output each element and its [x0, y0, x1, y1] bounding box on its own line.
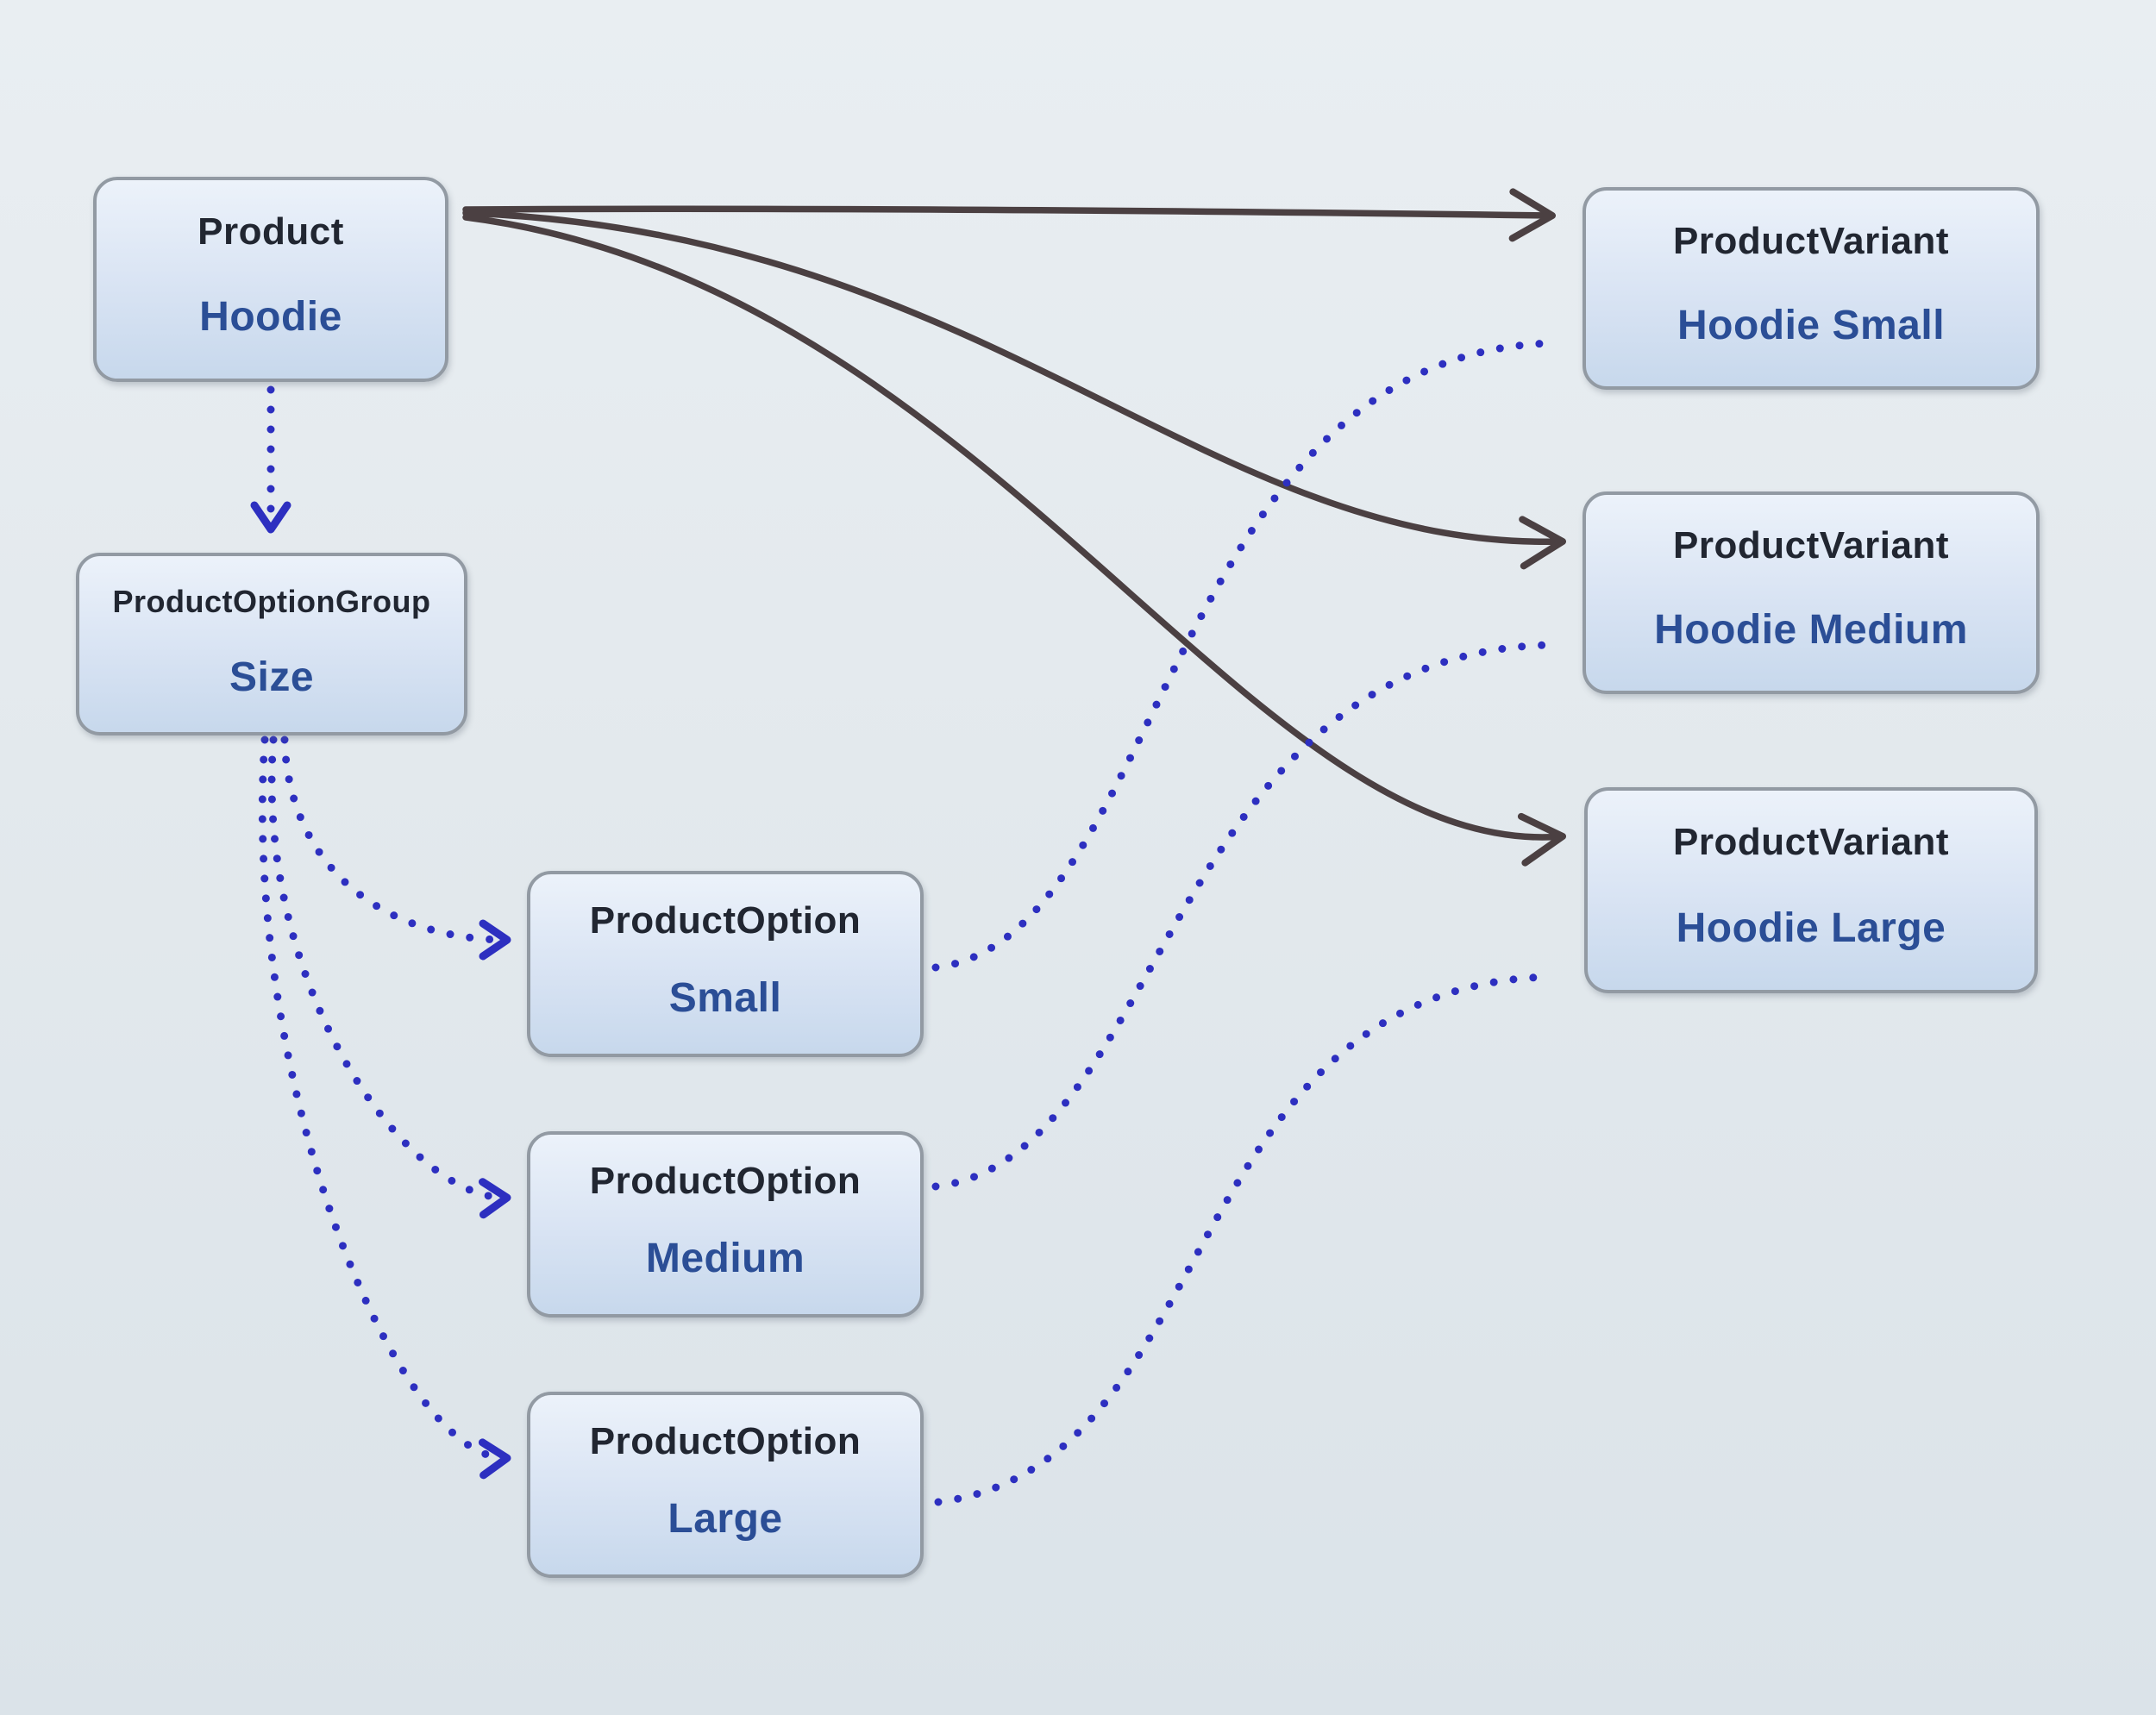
edge-product-to-var-small [462, 188, 1556, 242]
node-label-text: Hoodie Medium [1654, 607, 1968, 654]
node-var-large[interactable]: ProductVariant Hoodie Large [1584, 787, 2038, 993]
node-type-text: ProductOption [589, 1420, 862, 1463]
node-product[interactable]: Product Hoodie [93, 177, 448, 382]
node-opt-medium[interactable]: ProductOption Medium [527, 1131, 924, 1318]
node-label-text: Hoodie Small [1677, 303, 1946, 349]
node-pog[interactable]: ProductOptionGroup Size [76, 553, 467, 735]
node-label-text: Small [668, 975, 782, 1022]
node-type-text: Product [197, 210, 344, 253]
node-type-text: ProductOption [589, 899, 862, 942]
edge-pog-to-opt-medium [267, 735, 511, 1219]
edge-opt-small-to-var-small [931, 339, 1557, 972]
node-label-text: Medium [645, 1236, 805, 1282]
node-label-text: Size [229, 654, 315, 701]
node-label-text: Large [667, 1496, 783, 1543]
node-label-text: Hoodie [199, 294, 342, 341]
edge-pog-to-opt-small [280, 735, 511, 961]
node-type-text: ProductVariant [1673, 821, 1949, 864]
edge-product-to-var-large [462, 214, 1566, 867]
node-var-medium[interactable]: ProductVariant Hoodie Medium [1583, 491, 2040, 694]
node-type-text: ProductOptionGroup [112, 584, 431, 620]
node-opt-small[interactable]: ProductOption Small [527, 871, 924, 1057]
node-opt-large[interactable]: ProductOption Large [527, 1392, 924, 1578]
edge-opt-large-to-var-large [934, 973, 1550, 1506]
node-label-text: Hoodie Large [1676, 904, 1946, 951]
node-type-text: ProductVariant [1673, 524, 1949, 567]
edge-product-to-var-medium [462, 210, 1566, 570]
edge-pog-to-opt-large [258, 735, 511, 1480]
node-type-text: ProductVariant [1673, 220, 1949, 263]
edge-opt-medium-to-var-medium [931, 641, 1553, 1191]
node-type-text: ProductOption [589, 1160, 862, 1203]
node-var-small[interactable]: ProductVariant Hoodie Small [1583, 187, 2040, 390]
